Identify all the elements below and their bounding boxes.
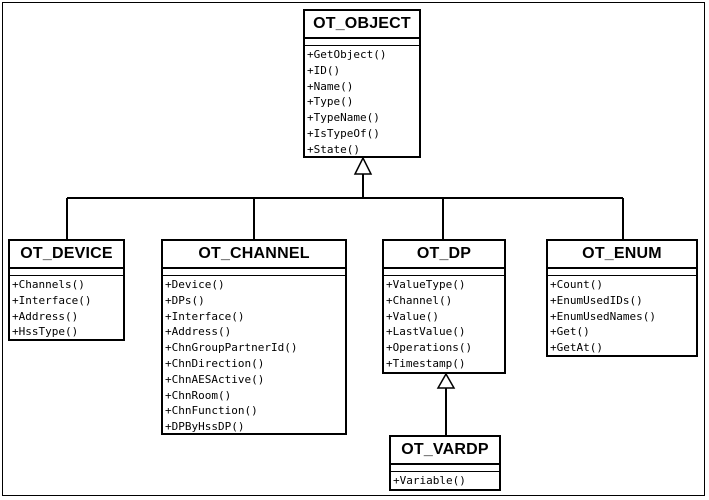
method-item: +Interface() xyxy=(12,293,92,307)
methods-compartment: +ValueType() +Channel() +Value() +LastValue… xyxy=(384,276,504,374)
attributes-compartment xyxy=(548,269,696,276)
method-item: +Interface() xyxy=(165,309,245,323)
class-ot-device: OT_DEVICE +Channels() +Interface() +Addres… xyxy=(8,239,125,341)
class-name: OT_OBJECT xyxy=(305,11,419,39)
class-name: OT_VARDP xyxy=(391,437,499,465)
methods-compartment: +Channels() +Interface() +Address() +HssTyp… xyxy=(10,276,123,342)
method-item: +Name() xyxy=(307,79,354,93)
class-name: OT_DP xyxy=(384,241,504,269)
attributes-compartment xyxy=(305,39,419,46)
method-item: +ID() xyxy=(307,63,341,77)
methods-compartment: +GetObject() +ID() +Name() +Type() +TypeName… xyxy=(305,46,419,160)
class-ot-dp: OT_DP +ValueType() +Channel() +Value() +Las… xyxy=(382,239,506,374)
generalization-arrow-object xyxy=(353,156,373,175)
method-item: +Type() xyxy=(307,95,354,109)
class-name: OT_DEVICE xyxy=(10,241,123,269)
methods-compartment: +Count() +EnumUsedIDs() +EnumUsedNames() +G… xyxy=(548,276,696,358)
method-item: +ChnDirection() xyxy=(165,356,265,370)
method-item: +Get() xyxy=(550,325,590,339)
class-name: OT_ENUM xyxy=(548,241,696,269)
method-item: +HssType() xyxy=(12,325,79,339)
attributes-compartment xyxy=(10,269,123,276)
method-item: +Channels() xyxy=(12,278,85,291)
method-item: +ValueType() xyxy=(386,278,466,291)
methods-compartment: +Variable() xyxy=(391,472,499,491)
method-item: +Variable() xyxy=(393,474,466,487)
class-ot-object: OT_OBJECT +GetObject() +ID() +Name() +Type(… xyxy=(303,9,421,158)
method-item: +GetObject() xyxy=(307,48,387,61)
method-item: +DPByHssDP() xyxy=(165,420,245,434)
method-item: +Operations() xyxy=(386,341,473,355)
class-name: OT_CHANNEL xyxy=(163,241,345,269)
class-ot-enum: OT_ENUM +Count() +EnumUsedIDs() +EnumUsedN… xyxy=(546,239,698,357)
method-item: +Timestamp() xyxy=(386,356,466,370)
attributes-compartment xyxy=(163,269,345,276)
method-item: +Value() xyxy=(386,309,439,323)
method-item: +Count() xyxy=(550,278,603,291)
method-item: +State() xyxy=(307,142,360,156)
methods-compartment: +Device() +DPs() +Interface() +Address() +Ch… xyxy=(163,276,345,437)
method-item: +Channel() xyxy=(386,293,453,307)
method-item: +ChnAESActive() xyxy=(165,372,265,386)
generalization-arrow-dp xyxy=(436,372,456,389)
class-ot-channel: OT_CHANNEL +Device() +DPs() +Interface() +A… xyxy=(161,239,347,435)
method-item: +EnumUsedIDs() xyxy=(550,293,643,307)
method-item: +ChnFunction() xyxy=(165,404,258,418)
diagram-border xyxy=(2,2,705,496)
method-item: +ChnRoom() xyxy=(165,388,232,402)
method-item: +EnumUsedNames() xyxy=(550,309,656,323)
method-item: +Address() xyxy=(165,325,232,339)
class-ot-vardp: OT_VARDP +Variable() xyxy=(389,435,501,491)
method-item: +ChnGroupPartnerId() xyxy=(165,341,298,355)
method-item: +LastValue() xyxy=(386,325,466,339)
method-item: +Address() xyxy=(12,309,79,323)
method-item: +IsTypeOf() xyxy=(307,126,380,140)
method-item: +TypeName() xyxy=(307,111,380,125)
method-item: +Device() xyxy=(165,278,225,291)
attributes-compartment xyxy=(384,269,504,276)
method-item: +GetAt() xyxy=(550,341,603,355)
attributes-compartment xyxy=(391,465,499,472)
method-item: +DPs() xyxy=(165,293,205,307)
